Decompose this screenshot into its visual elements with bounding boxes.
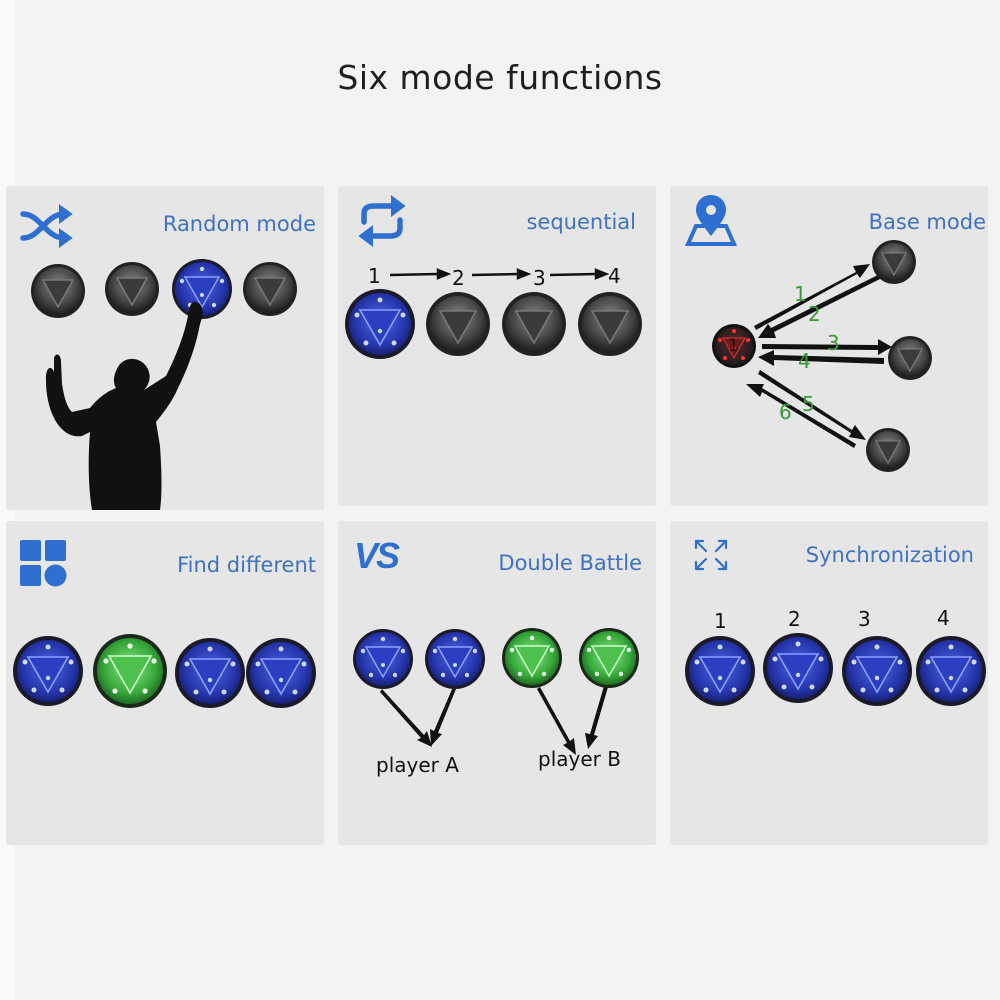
sequence-arrows: [389, 268, 610, 280]
sequence-pad-1-lit-blue: [344, 288, 416, 360]
sequence-pad-4: [577, 291, 643, 357]
find-pad-4-blue: [245, 637, 317, 709]
double-battle-graphic: [352, 627, 640, 755]
arrow-number-4: 4: [798, 349, 811, 373]
sync-pad-3-blue: [841, 635, 913, 707]
sequence-step-3: 3: [533, 266, 546, 290]
grid-icon: [20, 540, 67, 587]
pad-1: [30, 263, 86, 319]
pad-2: [104, 261, 160, 317]
battle-pad-2-blue: [424, 628, 486, 690]
arrow-number-2: 2: [808, 302, 821, 326]
sync-pad-2-blue: [762, 632, 834, 704]
find-pad-3-blue: [174, 637, 246, 709]
synchronization-label: Synchronization: [805, 543, 974, 567]
panel-random-mode: Random mode: [6, 186, 324, 510]
panel-find-different: Find different: [6, 521, 324, 845]
pad-4: [242, 261, 298, 317]
base-mode-graphic: [684, 195, 933, 473]
sequential-label: sequential: [526, 210, 636, 234]
panel-double-battle: VS Double Battle player A player B: [338, 521, 656, 845]
find-different-graphic: [12, 540, 317, 709]
base-pad-bottom: [865, 427, 911, 473]
player-a-label: player A: [376, 753, 459, 777]
panel-sequential: sequential 1 2 3 4: [338, 186, 656, 506]
random-mode-label: Random mode: [162, 212, 316, 236]
base-pad-top: [871, 239, 917, 285]
base-center-number: 1: [728, 336, 739, 356]
find-pad-1-blue: [12, 635, 84, 707]
sequence-pad-3: [501, 291, 567, 357]
sequence-step-1: 1: [368, 264, 381, 288]
double-battle-label: Double Battle: [498, 551, 642, 575]
sync-number-4: 4: [937, 606, 950, 630]
battle-pad-4-green: [578, 627, 640, 689]
arrow-number-5: 5: [802, 392, 815, 416]
sequential-graphic: [344, 195, 643, 360]
expand-icon: [694, 539, 728, 571]
player-b-label: player B: [538, 747, 621, 771]
sequence-step-2: 2: [452, 266, 465, 290]
repeat-icon: [358, 195, 406, 247]
synchronization-graphic: [684, 539, 987, 707]
base-arrows: [746, 264, 892, 448]
sync-number-2: 2: [788, 607, 801, 631]
page-title: Six mode functions: [337, 58, 663, 97]
vs-icon: VS: [354, 535, 400, 576]
battle-pad-1-blue: [352, 628, 414, 690]
battle-arrows: [380, 686, 608, 755]
sync-number-1: 1: [714, 609, 727, 633]
find-different-label: Find different: [177, 553, 316, 577]
panel-synchronization: Synchronization 1 2 3 4: [670, 521, 988, 845]
panel-base-mode: Base mode 1 1 2 3 4 5 6: [670, 186, 988, 506]
arrow-number-6: 6: [779, 400, 792, 424]
sequence-step-4: 4: [608, 264, 621, 288]
base-mode-label: Base mode: [868, 210, 986, 234]
base-pad-middle: [887, 335, 933, 381]
shuffle-icon: [20, 204, 73, 248]
player-silhouette: [45, 301, 203, 510]
arrow-number-1: 1: [794, 282, 807, 306]
sync-pad-4-blue: [915, 635, 987, 707]
random-mode-graphic: [20, 204, 298, 510]
map-pin-icon: [684, 195, 738, 246]
sync-number-3: 3: [858, 607, 871, 631]
find-pad-2-green: [92, 633, 168, 709]
sequence-pad-2: [425, 291, 491, 357]
battle-pad-3-green: [501, 627, 563, 689]
sync-pad-1-blue: [684, 635, 756, 707]
arrow-number-3: 3: [827, 331, 840, 355]
